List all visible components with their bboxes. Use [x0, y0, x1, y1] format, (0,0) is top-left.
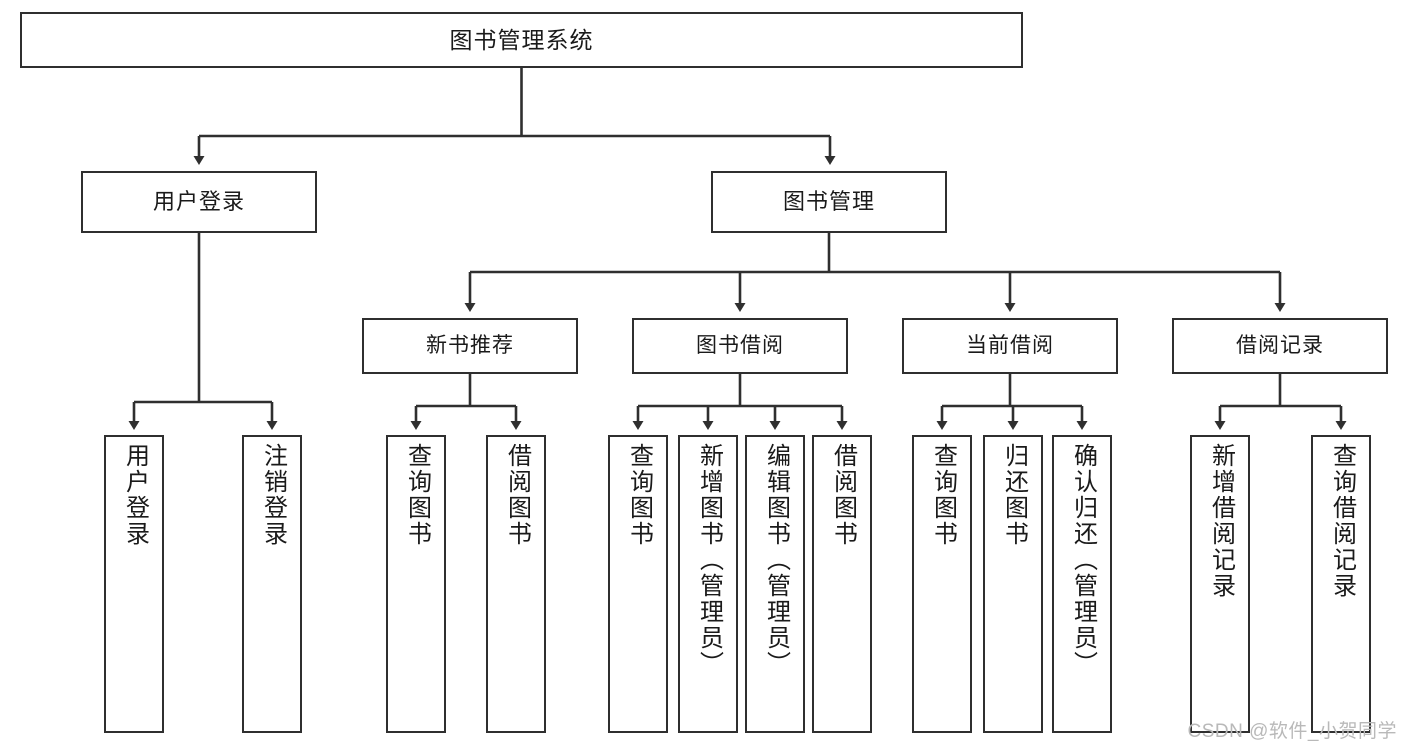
node-book-manage-label: 图书管理 — [782, 189, 875, 215]
node-leaf-query-book-2-label: 查询图书 — [625, 443, 653, 547]
watermark: CSDN @软件_小贺同学 — [1187, 721, 1397, 742]
node-leaf-query-book-1-label: 查询图书 — [403, 443, 431, 547]
node-leaf-user-login-label: 用户登录 — [121, 443, 149, 547]
node-leaf-return-book[interactable]: 归还图书 — [983, 435, 1043, 733]
node-book-borrow-label: 图书借阅 — [696, 333, 784, 357]
node-leaf-query-record[interactable]: 查询借阅记录 — [1311, 435, 1371, 733]
node-leaf-borrow-book-1[interactable]: 借阅图书 — [486, 435, 546, 733]
node-leaf-return-book-label: 归还图书 — [1000, 443, 1028, 547]
node-leaf-borrow-book-2-label: 借阅图书 — [829, 443, 857, 547]
node-leaf-query-book-2[interactable]: 查询图书 — [608, 435, 668, 733]
node-leaf-query-book-3-label: 查询图书 — [929, 443, 957, 547]
node-leaf-query-record-label: 查询借阅记录 — [1328, 443, 1356, 599]
node-book-borrow[interactable]: 图书借阅 — [632, 318, 848, 374]
node-leaf-user-login[interactable]: 用户登录 — [104, 435, 164, 733]
node-user-login[interactable]: 用户登录 — [81, 171, 317, 233]
node-borrow-record[interactable]: 借阅记录 — [1172, 318, 1388, 374]
node-leaf-query-book-3[interactable]: 查询图书 — [912, 435, 972, 733]
node-leaf-user-logout-label: 注销登录 — [259, 443, 287, 547]
node-book-manage[interactable]: 图书管理 — [711, 171, 947, 233]
node-leaf-confirm-return-label: 确认归还（管理员） — [1069, 443, 1097, 677]
node-current-borrow-label: 当前借阅 — [966, 333, 1054, 357]
node-borrow-record-label: 借阅记录 — [1236, 333, 1324, 357]
node-leaf-confirm-return[interactable]: 确认归还（管理员） — [1052, 435, 1112, 733]
node-root-label: 图书管理系统 — [449, 26, 594, 53]
node-leaf-add-record-label: 新增借阅记录 — [1207, 443, 1235, 599]
node-leaf-edit-book-label: 编辑图书（管理员） — [762, 443, 790, 677]
node-user-login-label: 用户登录 — [152, 189, 245, 215]
node-leaf-query-book-1[interactable]: 查询图书 — [386, 435, 446, 733]
node-new-book-recommend-label: 新书推荐 — [426, 333, 514, 357]
node-leaf-borrow-book-2[interactable]: 借阅图书 — [812, 435, 872, 733]
node-leaf-edit-book[interactable]: 编辑图书（管理员） — [745, 435, 805, 733]
node-leaf-user-logout[interactable]: 注销登录 — [242, 435, 302, 733]
node-new-book-recommend[interactable]: 新书推荐 — [362, 318, 578, 374]
node-leaf-add-book[interactable]: 新增图书（管理员） — [678, 435, 738, 733]
node-leaf-borrow-book-1-label: 借阅图书 — [503, 443, 531, 547]
node-root[interactable]: 图书管理系统 — [20, 12, 1023, 68]
node-leaf-add-book-label: 新增图书（管理员） — [695, 443, 723, 677]
node-current-borrow[interactable]: 当前借阅 — [902, 318, 1118, 374]
node-leaf-add-record[interactable]: 新增借阅记录 — [1190, 435, 1250, 733]
